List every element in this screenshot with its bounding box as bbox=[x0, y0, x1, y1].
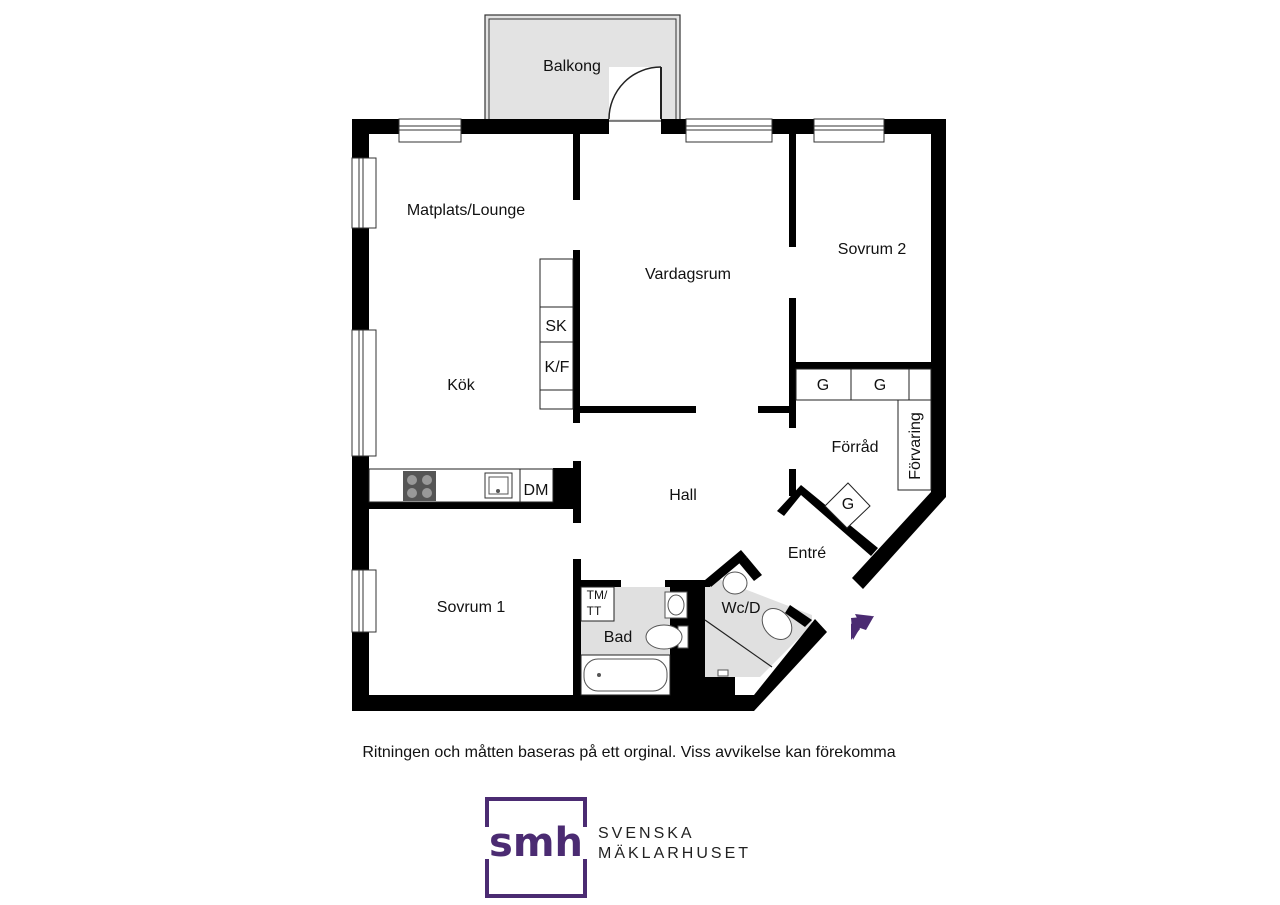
bathroom-fixtures bbox=[580, 586, 689, 696]
label-dm: DM bbox=[524, 482, 549, 499]
entrance-marker bbox=[851, 616, 874, 640]
storage-diagonal-wall bbox=[777, 485, 878, 556]
brand-logo: smh bbox=[484, 797, 589, 898]
brand-name-line-1: SVENSKA bbox=[598, 825, 695, 842]
label-matplats: Matplats/Lounge bbox=[407, 202, 525, 219]
label-bad: Bad bbox=[604, 629, 632, 646]
label-forrad: Förråd bbox=[831, 438, 878, 456]
wc-wall-right bbox=[785, 605, 812, 627]
label-tm-1: TM/ bbox=[587, 588, 608, 602]
wc-partition bbox=[704, 619, 773, 668]
wc-fixtures bbox=[717, 571, 793, 677]
wc-sink bbox=[722, 571, 748, 595]
label-balkong: Balkong bbox=[543, 58, 601, 75]
label-g-2: G bbox=[874, 377, 886, 394]
windows bbox=[351, 118, 885, 633]
label-entre: Entré bbox=[788, 545, 826, 562]
wc-wall-corner bbox=[739, 557, 762, 581]
wc-wall-upper bbox=[705, 550, 747, 587]
label-kf: K/F bbox=[545, 359, 570, 376]
brand-name: SVENSKA MÄKLARHUSET bbox=[598, 824, 751, 864]
label-sovrum-1: Sovrum 1 bbox=[437, 599, 506, 616]
balcony-door-swing bbox=[608, 66, 662, 120]
logo-text: smh bbox=[489, 820, 583, 866]
label-sovrum-2: Sovrum 2 bbox=[838, 241, 907, 258]
wc-floor bbox=[705, 578, 812, 677]
label-g-3: G bbox=[842, 496, 854, 513]
label-sk: SK bbox=[545, 318, 567, 335]
wc-toilet bbox=[761, 608, 793, 640]
label-kok: Kök bbox=[447, 377, 476, 394]
label-hall: Hall bbox=[669, 487, 697, 504]
disclaimer: Ritningen och måtten baseras på ett orgi… bbox=[362, 744, 896, 761]
storage-fixtures bbox=[795, 368, 932, 529]
bath-toilet bbox=[645, 624, 683, 650]
stove bbox=[403, 471, 436, 501]
label-g-1: G bbox=[817, 377, 829, 394]
label-wc-d: Wc/D bbox=[721, 600, 760, 617]
kitchen-counter bbox=[368, 258, 574, 503]
label-vardagsrum: Vardagsrum bbox=[645, 266, 731, 283]
bathtub bbox=[583, 658, 668, 692]
balcony bbox=[484, 14, 681, 122]
label-tm-2: TT bbox=[587, 604, 602, 618]
brand-name-line-2: MÄKLARHUSET bbox=[598, 845, 752, 862]
label-forvaring: Förvaring bbox=[907, 412, 924, 480]
